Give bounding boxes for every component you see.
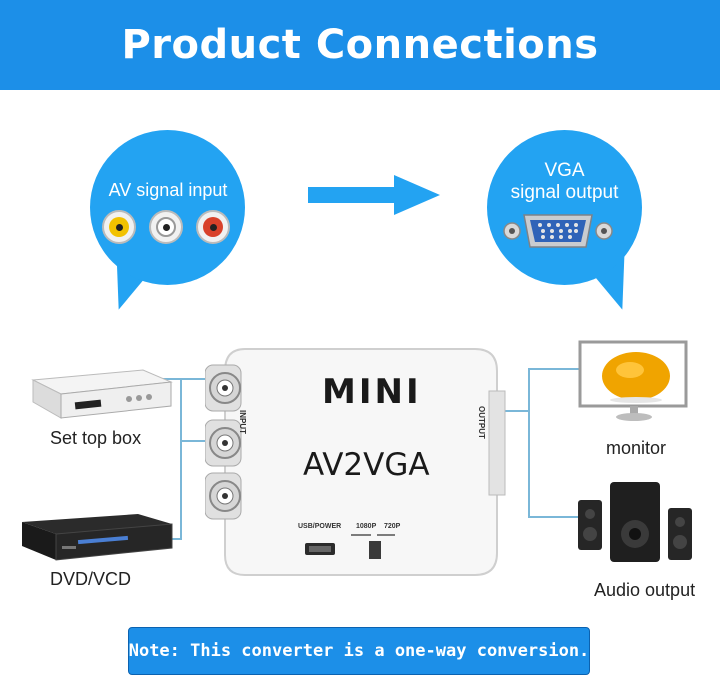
output-bubble-label: VGA signal output bbox=[492, 160, 637, 204]
speaker-system-icon bbox=[578, 482, 692, 562]
connector-line bbox=[528, 368, 530, 518]
converter-model: AV2VGA bbox=[303, 447, 430, 483]
connector-line bbox=[528, 516, 583, 518]
av2vga-converter-box bbox=[205, 348, 506, 576]
audio-output-label: Audio output bbox=[594, 580, 696, 600]
set-top-box-icon bbox=[31, 369, 173, 419]
dvd-vcd-label: DVD/VCD bbox=[50, 569, 132, 589]
connector-line bbox=[180, 378, 182, 540]
page-title: Product Connections bbox=[121, 22, 599, 68]
input-port-label: INPUT bbox=[238, 410, 247, 434]
output-bubble-line2: signal output bbox=[510, 182, 619, 203]
rca-yellow-jack-icon bbox=[102, 210, 136, 244]
output-bubble-line1: VGA bbox=[544, 160, 585, 181]
input-bubble bbox=[90, 130, 245, 285]
note-banner: Note: This converter is a one-way conver… bbox=[128, 627, 590, 675]
rca-white-jack-icon bbox=[149, 210, 183, 244]
converter-brand: MINI bbox=[322, 372, 422, 412]
dvd-player-icon bbox=[22, 514, 173, 561]
connector-line bbox=[528, 368, 583, 370]
set-top-box-label: Set top box bbox=[50, 428, 142, 448]
rca-red-jack-icon bbox=[196, 210, 230, 244]
usb-power-label: USB/POWER bbox=[298, 523, 342, 530]
monitor-label: monitor bbox=[606, 438, 667, 458]
output-port-label: OUTPUT bbox=[477, 406, 486, 439]
monitor-icon bbox=[578, 340, 688, 421]
resolution-720p-label: 720P bbox=[384, 523, 401, 530]
direction-arrow-icon bbox=[308, 175, 440, 215]
connector-line bbox=[180, 440, 210, 442]
output-bubble bbox=[487, 130, 642, 285]
note-text: Note: This converter is a one-way conver… bbox=[128, 641, 590, 661]
vga-port-icon bbox=[503, 214, 613, 248]
header-banner: Product Connections bbox=[0, 0, 720, 90]
connector-line bbox=[504, 410, 530, 412]
connector-line bbox=[140, 378, 210, 380]
input-bubble-label: AV signal input bbox=[108, 180, 228, 200]
resolution-1080p-label: 1080P bbox=[356, 523, 377, 530]
